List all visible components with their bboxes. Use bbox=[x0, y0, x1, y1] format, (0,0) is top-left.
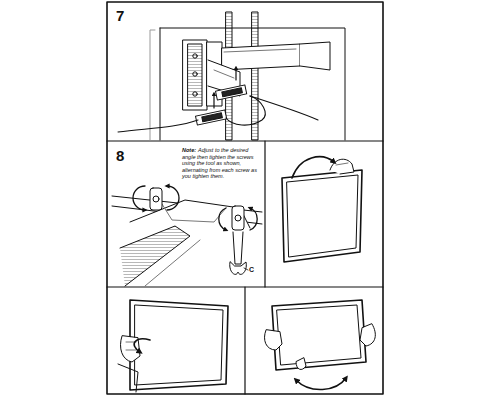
step7-figure bbox=[118, 12, 345, 140]
tilt-tv-figure bbox=[282, 157, 362, 262]
note-heading: Note: bbox=[182, 147, 196, 154]
step8-tilt-screws bbox=[112, 186, 262, 286]
step-number: 8 bbox=[116, 148, 136, 163]
rotate-tv-figure bbox=[264, 300, 375, 390]
page-frame bbox=[107, 2, 383, 394]
step-number: 7 bbox=[116, 8, 136, 23]
swivel-tv-figure bbox=[118, 300, 228, 392]
note-text: Adjust to the desired angle then tighten… bbox=[182, 147, 262, 180]
callout-letter: C bbox=[249, 266, 259, 274]
